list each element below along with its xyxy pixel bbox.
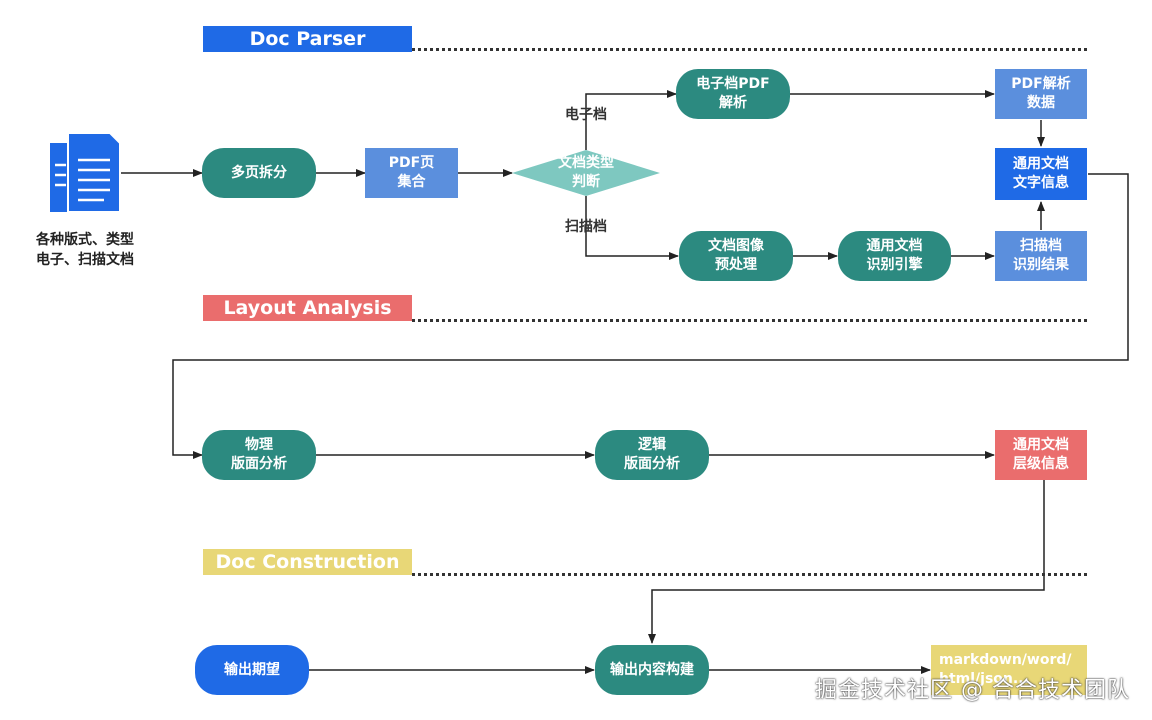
node-logical-layout: 逻辑 版面分析 [595, 430, 709, 480]
node-scan-result: 扫描档 识别结果 [995, 231, 1087, 281]
node-pdf-collect: PDF页 集合 [365, 148, 458, 198]
section-divider [412, 319, 1087, 322]
source-label: 各种版式、类型 电子、扫描文档 [36, 232, 134, 268]
section-layout-analysis: Layout Analysis [203, 295, 412, 321]
edge-hierarchy-build [648, 479, 1045, 644]
node-text-info: 通用文档 文字信息 [995, 148, 1087, 200]
node-pdf-data: PDF解析 数据 [995, 69, 1087, 119]
node-doc-type: 文档类型 判断 [558, 155, 614, 190]
section-doc-construction: Doc Construction [203, 549, 412, 575]
doc-type-diamond [512, 150, 660, 196]
node-hierarchy-info: 通用文档 层级信息 [995, 430, 1087, 480]
node-physical-layout: 物理 版面分析 [202, 430, 316, 480]
node-ocr-engine: 通用文档 识别引擎 [838, 231, 951, 281]
node-output-build: 输出内容构建 [595, 645, 709, 695]
documents-icon [50, 132, 121, 213]
node-output-expectation: 输出期望 [195, 645, 309, 695]
node-output-format: markdown/word/ html/json... [931, 645, 1087, 695]
edge-diamond-scanned [585, 196, 679, 260]
edge-label-scanned: 扫描档 [565, 219, 607, 235]
node-image-preprocess: 文档图像 预处理 [679, 231, 793, 281]
edge-label-electronic: 电子档 [565, 107, 607, 123]
watermark: 掘金技术社区 @ 合合技术团队 [815, 678, 1130, 703]
node-electronic-parse: 电子档PDF 解析 [676, 69, 790, 119]
section-divider [412, 573, 1087, 576]
section-divider [412, 48, 1087, 51]
section-doc-parser: Doc Parser [203, 26, 412, 52]
edge-diamond-electronic [585, 90, 677, 150]
node-split: 多页拆分 [202, 148, 316, 198]
edge-textinfo-physical [172, 173, 1129, 459]
